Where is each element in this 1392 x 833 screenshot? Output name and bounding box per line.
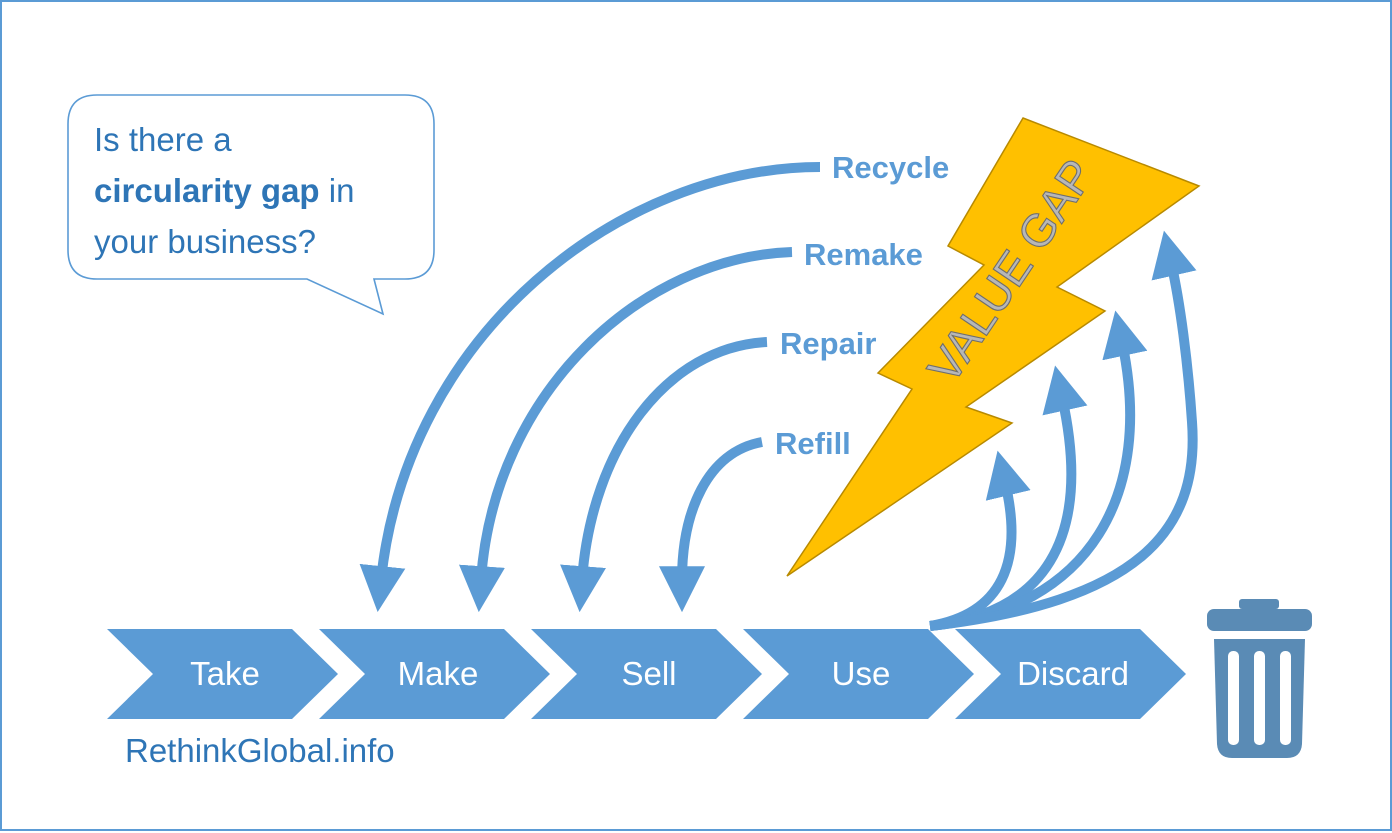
credit-text: RethinkGlobal.info bbox=[125, 732, 395, 769]
use-arrow-4 bbox=[929, 230, 1198, 631]
speech-bubble bbox=[67, 94, 435, 316]
step-discard bbox=[955, 629, 1186, 719]
step-label-sell: Sell bbox=[621, 655, 676, 692]
remake-arrow bbox=[459, 247, 793, 613]
loop-label-remake: Remake bbox=[804, 237, 923, 272]
bubble-line-3: your business? bbox=[94, 223, 316, 260]
trash-can-icon bbox=[1207, 599, 1312, 758]
step-label-take: Take bbox=[190, 655, 260, 692]
repair-arrow bbox=[560, 337, 768, 613]
recycle-arrow bbox=[359, 162, 821, 613]
bubble-line-1: Is there a bbox=[94, 121, 232, 158]
step-sell bbox=[531, 629, 762, 719]
refill-arrow bbox=[659, 437, 764, 613]
bubble-highlight: circularity gap bbox=[94, 172, 320, 209]
step-use bbox=[743, 629, 974, 719]
bubble-line-2: circularity gap in bbox=[94, 165, 414, 216]
value-gap-bolt bbox=[786, 117, 1201, 577]
bubble-after-highlight: in bbox=[319, 172, 355, 209]
step-label-make: Make bbox=[398, 655, 479, 692]
step-label-discard: Discard bbox=[1017, 655, 1129, 692]
step-take bbox=[107, 629, 338, 719]
loop-label-recycle: Recycle bbox=[832, 150, 949, 185]
loop-label-refill: Refill bbox=[775, 426, 851, 461]
loop-label-repair: Repair bbox=[780, 326, 876, 361]
step-label-use: Use bbox=[832, 655, 891, 692]
step-make bbox=[319, 629, 550, 719]
bubble-text: Is there a circularity gap in your busin… bbox=[94, 114, 414, 267]
